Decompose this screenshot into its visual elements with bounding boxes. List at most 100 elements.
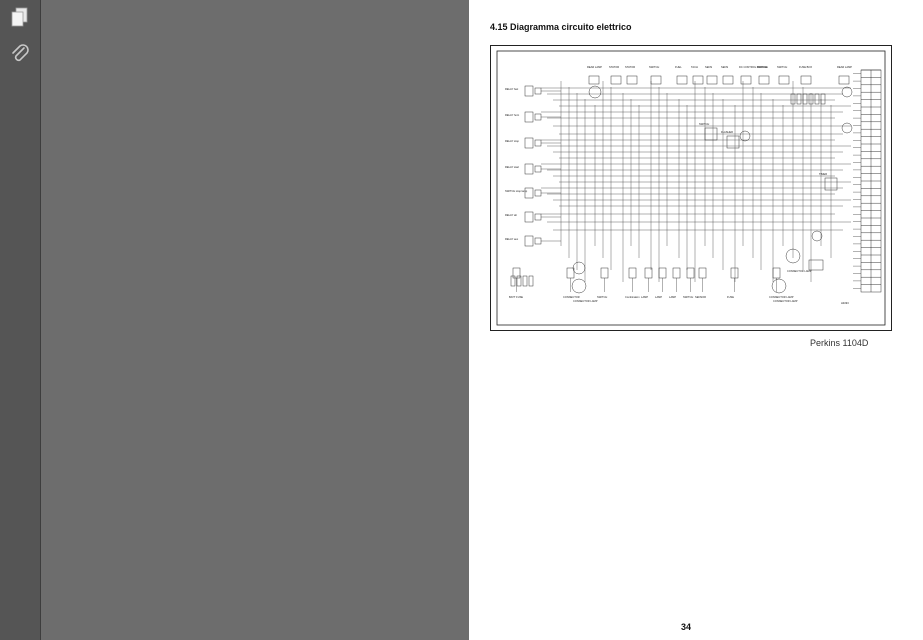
relay-connector (534, 139, 542, 147)
fuse (802, 93, 808, 105)
top-component (740, 75, 752, 85)
battery-fuse (516, 275, 522, 287)
fuse (808, 93, 814, 105)
top-component (706, 75, 718, 85)
top-component-label: REAR LAMP (587, 65, 602, 69)
mid-component (726, 135, 740, 149)
connector-lamp (785, 248, 801, 264)
bottom-component-label: CONNECTOR (563, 295, 580, 299)
mid-component (704, 127, 718, 141)
sensor-symbol (811, 230, 823, 242)
mid-component-label: CONNECTOR LAMP (773, 299, 798, 303)
fuse (820, 93, 826, 105)
section-title: 4.15 Diagramma circuito elettrico (490, 22, 632, 32)
bottom-component (628, 267, 637, 279)
top-component (778, 75, 790, 85)
page-number: 34 (681, 622, 692, 632)
document-viewer[interactable]: 4.15 Diagramma circuito elettrico RELAY … (41, 0, 923, 640)
mid-component-label: SWITCH (699, 122, 709, 126)
relay-label: RELAY horn (505, 113, 520, 117)
fuse (790, 93, 796, 105)
mid-component-label: TIMER (819, 172, 827, 176)
bottom-component (600, 267, 609, 279)
bottom-component (644, 267, 653, 279)
relay-box (524, 85, 534, 97)
bottom-component (566, 267, 575, 279)
lamp-symbol (841, 122, 853, 134)
drawing-code: H4093 (841, 301, 849, 305)
paperclip-icon (12, 44, 29, 62)
relay-label: RELAY fuel (505, 87, 519, 91)
top-component (800, 75, 812, 85)
pdf-page: 4.15 Diagramma circuito elettrico RELAY … (469, 0, 923, 640)
bottom-component-label: LAMP (641, 295, 648, 299)
bottom-component-label: CONNECTOR LAMP (769, 295, 794, 299)
pages-icon (11, 7, 28, 27)
relay-label: RELAY alt (505, 213, 517, 217)
bottom-component-label: SWITCH (683, 295, 693, 299)
footer-brand: Perkins 1104D (810, 338, 869, 348)
bottom-component-label: FUSE (727, 295, 734, 299)
navigation-pane (0, 0, 41, 640)
bottom-component (686, 267, 695, 279)
top-component (722, 75, 734, 85)
relay-connector (534, 165, 542, 173)
fuse (814, 93, 820, 105)
relay-box (524, 163, 534, 175)
attachments-button[interactable] (7, 41, 33, 67)
top-component (610, 75, 622, 85)
bottom-component (512, 267, 521, 279)
bottom-component-label: BATT FUSE (509, 295, 523, 299)
mid-component-label: CONNECTOR LAMP (573, 299, 598, 303)
bottom-component-label: Combination (625, 295, 640, 299)
top-component-label: SENS (721, 65, 728, 69)
relay-connector (534, 189, 542, 197)
relay-label: RELAY stop (505, 139, 519, 143)
bottom-component-label: SENSOR (695, 295, 706, 299)
relay-label: SWITCH stop lamp (505, 189, 528, 193)
top-component (692, 75, 704, 85)
bottom-component (772, 267, 781, 279)
mid-component-label: FLASHER (721, 130, 733, 134)
battery-fuse (528, 275, 534, 287)
connector-lamp (572, 261, 586, 275)
top-component (676, 75, 688, 85)
top-component (650, 75, 662, 85)
relay-box (524, 187, 534, 199)
relay-box (524, 111, 534, 123)
top-component-label: SWITCH (777, 65, 787, 69)
top-component-label: STATOR (609, 65, 619, 69)
bottom-component-label: LAMP (669, 295, 676, 299)
top-component-label: TACH (691, 65, 698, 69)
relay-box (524, 235, 534, 247)
pages-button[interactable] (7, 4, 33, 30)
relay-connector (534, 237, 542, 245)
relay-label: RELAY aux (505, 237, 519, 241)
relay-connector (534, 87, 542, 95)
top-component (588, 75, 600, 85)
bottom-component (698, 267, 707, 279)
connector-lamp (571, 278, 587, 294)
top-component-label: SWITCH (757, 65, 767, 69)
bottom-component (658, 267, 667, 279)
relay-connector (534, 213, 542, 221)
lamp-symbol (841, 86, 853, 98)
bottom-component-label: SWITCH (597, 295, 607, 299)
relay-box (524, 211, 534, 223)
top-component-label: STATOR (625, 65, 635, 69)
gauge-symbol (739, 130, 751, 142)
relay-label: RELAY start (505, 165, 519, 169)
relay-box (524, 137, 534, 149)
top-component-label: DC CONTROL MODULE (739, 65, 768, 69)
connector-lamp (771, 278, 787, 294)
relay-connector (534, 113, 542, 121)
top-component-label: FUSE BOX (799, 65, 812, 69)
relay-box (808, 259, 824, 271)
top-component (626, 75, 638, 85)
bottom-component-label: LAMP (655, 295, 662, 299)
bottom-component (730, 267, 739, 279)
top-component (838, 75, 850, 85)
top-component-label: FUEL (675, 65, 682, 69)
